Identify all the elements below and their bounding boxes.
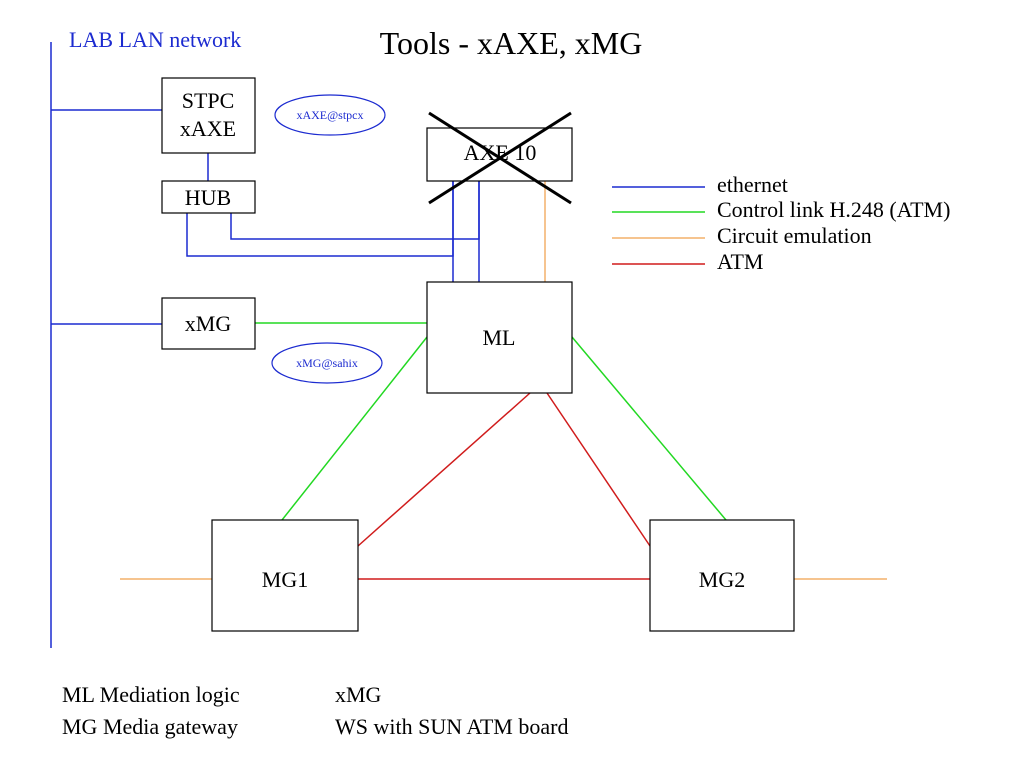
mg1-label: MG1	[262, 567, 308, 592]
diagram-title: Tools - xAXE, xMG	[380, 25, 643, 61]
ml-label: ML	[483, 325, 516, 350]
legend: ethernet Control link H.248 (ATM) Circui…	[612, 172, 950, 274]
ml-node: ML	[426, 281, 573, 394]
sahix-host-badge: xMG@sahix	[271, 342, 383, 384]
axe10-cross-out-icon-2	[428, 111, 572, 205]
lan-label: LAB LAN network	[69, 27, 241, 52]
mg2-label: MG2	[699, 567, 745, 592]
ml-mg1-atm-link	[357, 392, 531, 547]
mg-definition: MG Media gateway	[62, 714, 238, 739]
xmg-node: xMG	[161, 297, 256, 350]
legend-label-atm: ATM	[717, 249, 763, 274]
mg2-node: MG2	[649, 519, 795, 632]
stpc-label: STPC	[182, 88, 235, 113]
axe10-node: AXE 10	[426, 111, 573, 205]
stpcx-host-label: xAXE@stpcx	[296, 108, 363, 122]
xmg-definition: WS with SUN ATM board	[335, 714, 568, 739]
ml-mg2-control-link	[571, 336, 727, 521]
ml-definition: ML Mediation logic	[62, 682, 240, 707]
axe10-label: AXE 10	[464, 140, 537, 165]
xmg-label: xMG	[185, 311, 232, 336]
ml-mg1-control-link	[281, 336, 428, 521]
stpc-node: STPC xAXE	[161, 77, 256, 154]
hub-node: HUB	[161, 180, 256, 214]
sahix-host-label: xMG@sahix	[296, 356, 358, 370]
stpcx-host-badge: xAXE@stpcx	[274, 94, 386, 136]
hub-axe-link-2	[230, 181, 480, 240]
mg1-node: MG1	[211, 519, 359, 632]
legend-label-control: Control link H.248 (ATM)	[717, 197, 950, 222]
hub-label: HUB	[185, 185, 231, 210]
footnotes: ML Mediation logic MG Media gateway xMG …	[62, 682, 568, 739]
legend-label-circuit: Circuit emulation	[717, 223, 872, 248]
stpc-sublabel: xAXE	[180, 116, 236, 141]
ml-mg2-atm-link	[546, 392, 651, 547]
legend-label-ethernet: ethernet	[717, 172, 788, 197]
xmg-term: xMG	[335, 682, 382, 707]
